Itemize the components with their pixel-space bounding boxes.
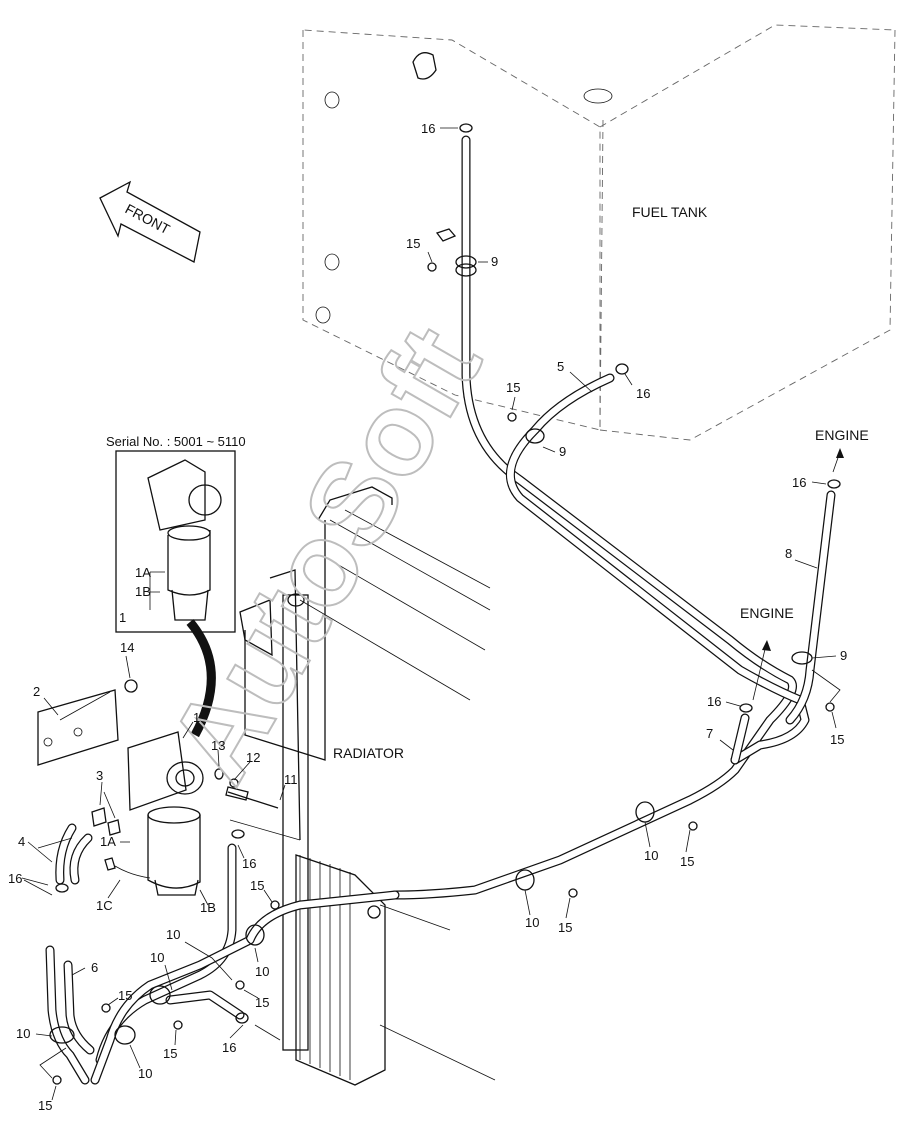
callout-8: 8 [785,546,792,561]
callout-5: 5 [557,359,564,374]
callout-15-right: 15 [830,732,844,747]
callout-16-hose5: 16 [636,386,650,401]
engine-arrows: ENGINE ENGINE [740,427,869,701]
callout-9-mid: 9 [559,444,566,459]
callout-15-a: 15 [250,878,264,893]
callout-10-e: 10 [138,1066,152,1081]
callout-1B-inset: 1B [135,584,151,599]
callout-15-e: 15 [38,1098,52,1113]
callout-9-right: 9 [840,648,847,663]
fuel-hoses [45,135,836,1085]
callout-15-r2: 15 [558,920,572,935]
callout-10-a: 10 [166,927,180,942]
callout-16-bottom: 16 [222,1040,236,1055]
engine-label-upper: ENGINE [815,427,869,443]
callout-16-engine2: 16 [707,694,721,709]
callout-4: 4 [18,834,25,849]
callout-1-inset: 1 [119,610,126,625]
callout-10-r2: 10 [525,915,539,930]
callout-16-left: 16 [8,871,22,886]
serial-number-label: Serial No. : 5001 ~ 5110 [106,434,246,449]
callout-1A-inset: 1A [135,565,151,580]
callout-10-r1: 10 [644,848,658,863]
callout-1: 1 [193,710,200,725]
callout-2: 2 [33,684,40,699]
callout-15-tank: 15 [406,236,420,251]
serial-inset: Serial No. : 5001 ~ 5110 [106,434,246,738]
callout-16-tank: 16 [421,121,435,136]
radiator-label: RADIATOR [333,745,404,761]
callout-10-d: 10 [16,1026,30,1041]
engine-label-lower: ENGINE [740,605,794,621]
callout-15-d: 15 [163,1046,177,1061]
callout-16-mid: 16 [242,856,256,871]
callout-1A: 1A [100,834,116,849]
callout-14: 14 [120,640,134,655]
callout-1B: 1B [200,900,216,915]
callout-10-c: 10 [150,950,164,965]
callout-1C: 1C [96,898,113,913]
callout-3: 3 [96,768,103,783]
callout-16-engine: 16 [792,475,806,490]
callout-15-r1: 15 [680,854,694,869]
bolts [52,262,835,1085]
callouts: 16 15 9 5 16 15 9 16 8 9 15 16 7 10 15 1… [8,121,847,1113]
fuel-filter [37,679,279,896]
front-arrow: FRONT [99,180,201,263]
callout-10-b: 10 [255,964,269,979]
callout-9-tank: 9 [491,254,498,269]
callout-7: 7 [706,726,713,741]
callout-15-mid: 15 [506,380,520,395]
radiator: RADIATOR [229,486,496,1086]
callout-15-b: 15 [255,995,269,1010]
fuel-tank-label: FUEL TANK [632,204,708,220]
callout-11: 11 [284,772,298,787]
callout-15-c: 15 [118,988,132,1003]
callout-13: 13 [211,738,225,753]
callout-6: 6 [91,960,98,975]
callout-12: 12 [246,750,260,765]
front-arrow-label: FRONT [123,201,173,238]
leader-lines [21,127,841,1101]
